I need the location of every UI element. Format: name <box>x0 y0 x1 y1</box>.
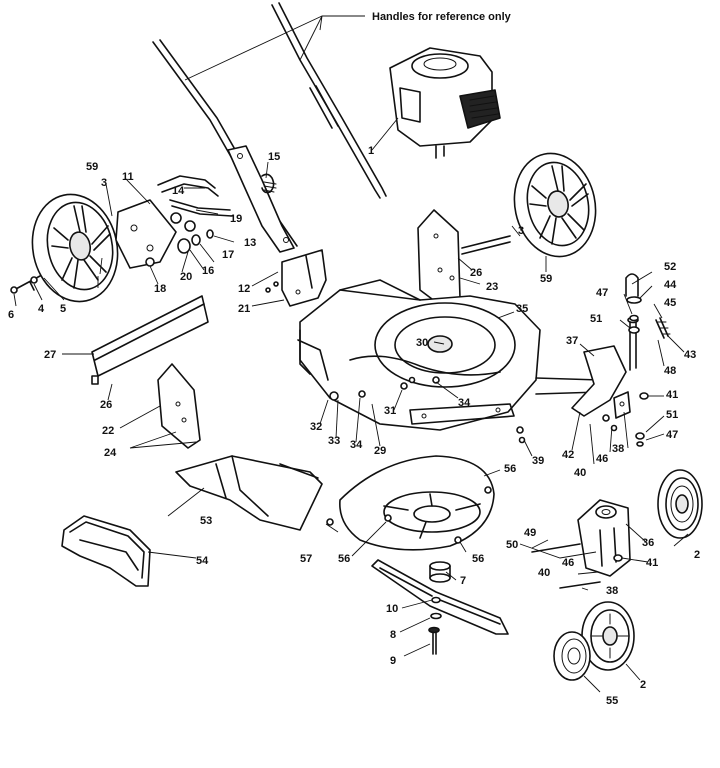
callout-4: 4 <box>38 303 45 315</box>
callout-8: 8 <box>390 629 396 641</box>
callout-20: 20 <box>180 271 192 283</box>
callout-43: 43 <box>684 349 696 361</box>
callout-34-left: 34 <box>350 439 363 451</box>
rear-baffle <box>91 295 209 385</box>
callout-13: 13 <box>244 237 256 249</box>
callout-56-right: 56 <box>472 553 484 565</box>
callout-33: 33 <box>328 435 340 447</box>
height-adjust-hardware <box>625 273 671 447</box>
callout-17: 17 <box>222 249 234 261</box>
callout-57: 57 <box>300 553 312 565</box>
callout-42: 42 <box>562 449 574 461</box>
callout-14: 14 <box>172 185 185 197</box>
callout-53: 53 <box>200 515 212 527</box>
callout-50: 50 <box>506 539 518 551</box>
callout-30: 30 <box>416 337 428 349</box>
engine <box>389 47 501 159</box>
callout-35: 35 <box>516 303 528 315</box>
callout-46-lower: 46 <box>562 557 574 569</box>
callout-48: 48 <box>664 365 676 377</box>
blade-adapter <box>429 561 451 583</box>
grass-bag-frame <box>61 515 151 587</box>
callout-29: 29 <box>374 445 386 457</box>
front-pivot-lower <box>531 499 631 589</box>
callout-38-upper: 38 <box>612 443 624 455</box>
callout-47-lower: 47 <box>666 429 678 441</box>
callout-26-right: 26 <box>470 267 482 279</box>
front-pivot-arm <box>571 316 639 419</box>
callout-44: 44 <box>664 279 677 291</box>
callout-41-upper: 41 <box>666 389 678 401</box>
callout-34-right: 34 <box>458 397 471 409</box>
callout-12: 12 <box>238 283 250 295</box>
caption-handles-reference: Handles for reference only <box>372 11 512 23</box>
callout-21: 21 <box>238 303 250 315</box>
callout-40-upper: 40 <box>574 467 586 479</box>
callout-26-left: 26 <box>100 399 112 411</box>
callout-55: 55 <box>606 695 618 707</box>
wheel-rear-left <box>31 193 119 303</box>
callout-37: 37 <box>566 335 578 347</box>
wheel-front-lower <box>581 601 635 671</box>
callout-49: 49 <box>524 527 536 539</box>
callout-3-left: 3 <box>101 177 107 189</box>
callout-59-left: 59 <box>86 161 98 173</box>
rear-hinge-bracket <box>281 249 327 307</box>
callout-9: 9 <box>390 655 396 667</box>
blade-baffle <box>339 455 495 551</box>
callout-16: 16 <box>202 265 214 277</box>
callout-52: 52 <box>664 261 676 273</box>
callout-31: 31 <box>384 405 396 417</box>
deck-hardware <box>329 376 440 401</box>
callout-38-lower: 38 <box>606 585 618 597</box>
callout-32: 32 <box>310 421 322 433</box>
misc-fasteners <box>265 281 618 544</box>
callout-11: 11 <box>122 171 134 183</box>
callout-36: 36 <box>642 537 654 549</box>
callout-15: 15 <box>268 151 280 163</box>
left-side-plate <box>157 363 201 449</box>
callout-7: 7 <box>460 575 466 587</box>
wheel-rear-right <box>513 152 597 258</box>
callout-1: 1 <box>368 145 374 157</box>
callout-59-right: 59 <box>540 273 552 285</box>
callout-40-lower: 40 <box>538 567 550 579</box>
mower-blade <box>371 559 509 635</box>
rear-axle-hardware <box>10 229 214 294</box>
callout-18: 18 <box>154 283 166 295</box>
right-rear-bracket <box>417 209 511 309</box>
callout-6: 6 <box>8 309 14 321</box>
callout-51-lower: 51 <box>666 409 678 421</box>
discharge-chute <box>175 455 323 531</box>
callout-54: 54 <box>196 555 209 567</box>
callout-56-left: 56 <box>338 553 350 565</box>
callout-2-lower: 2 <box>640 679 646 691</box>
callout-47-upper: 47 <box>596 287 608 299</box>
callout-51-upper: 51 <box>590 313 602 325</box>
callout-labels: 1 2 2 3 3 4 5 6 7 8 9 10 11 12 13 14 15 … <box>8 145 700 707</box>
callout-3-right: 3 <box>518 225 524 237</box>
hubcap <box>553 631 591 681</box>
callout-27: 27 <box>44 349 56 361</box>
handle-bracket <box>227 145 295 253</box>
callout-10: 10 <box>386 603 398 615</box>
callout-39: 39 <box>532 455 544 467</box>
rear-height-adjuster <box>115 175 233 269</box>
callout-19: 19 <box>230 213 242 225</box>
callout-41-lower: 41 <box>646 557 658 569</box>
blade-bolt <box>428 612 442 655</box>
leader-lines <box>13 117 689 693</box>
callout-58: 56 <box>504 463 516 475</box>
callout-24: 24 <box>104 447 117 459</box>
callout-46-upper: 46 <box>596 453 608 465</box>
callout-45: 45 <box>664 297 676 309</box>
callout-22: 22 <box>102 425 114 437</box>
wheel-front-right <box>657 469 703 539</box>
callout-23: 23 <box>486 281 498 293</box>
callout-5: 5 <box>60 303 66 315</box>
callout-2-right: 2 <box>694 549 700 561</box>
mower-deck <box>297 279 601 431</box>
